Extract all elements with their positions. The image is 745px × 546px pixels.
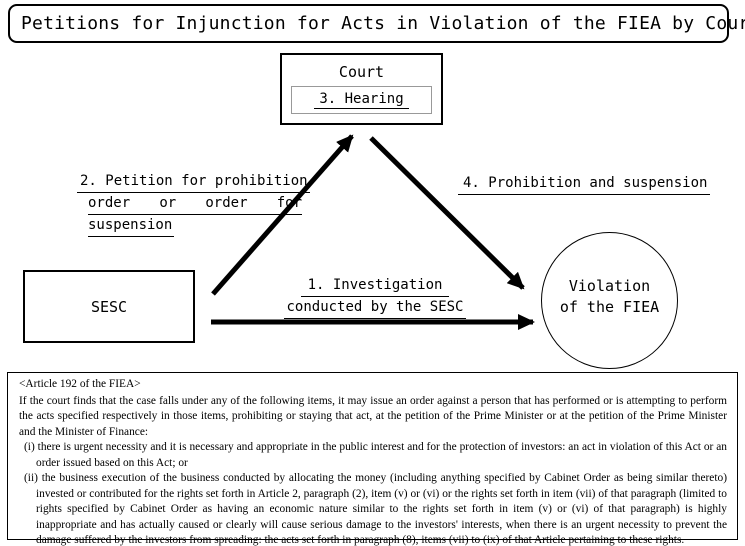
- hearing-step-box: 3. Hearing: [291, 86, 432, 114]
- page-title-box: Petitions for Injunction for Acts in Vio…: [8, 4, 745, 43]
- prohibition-step-label: 4. Prohibition and suspension: [458, 173, 711, 195]
- violation-label-line1: Violation: [568, 276, 651, 295]
- article-192-box: <Article 192 of the FIEA> If the court f…: [7, 372, 738, 546]
- court-label: Court: [338, 63, 385, 81]
- petition-step-line1: 2. Petition for prohibition: [77, 171, 310, 193]
- prohibition-step-text: 4. Prohibition and suspension: [458, 173, 711, 195]
- petition-step-line3: suspension: [88, 215, 175, 237]
- violation-node: Violation of the FIEA: [541, 232, 678, 369]
- sesc-node: SESC: [23, 270, 195, 343]
- investigation-step-line2: conducted by the SESC: [284, 297, 466, 319]
- hearing-step-label: 3. Hearing: [314, 91, 409, 109]
- violation-label-line2: of the FIEA: [559, 297, 660, 316]
- investigation-step-line1: 1. Investigation: [300, 275, 450, 297]
- petition-step-line2: order or order for: [88, 193, 302, 215]
- court-node: Court 3. Hearing: [280, 53, 443, 125]
- investigation-step-label: 1. Investigation conducted by the SESC: [282, 275, 468, 319]
- article-item-ii: (ii) the business execution of the busin…: [24, 472, 727, 546]
- article-item-i: (i) there is urgent necessity and it is …: [24, 441, 727, 469]
- prohibition-arrow: [369, 136, 525, 290]
- page-title: Petitions for Injunction for Acts in Vio…: [21, 13, 745, 34]
- sesc-label: SESC: [90, 297, 128, 316]
- article-heading: <Article 192 of the FIEA>: [19, 378, 141, 390]
- petition-step-label: 2. Petition for prohibition order or ord…: [77, 171, 310, 237]
- article-intro: If the court finds that the case falls u…: [19, 394, 727, 438]
